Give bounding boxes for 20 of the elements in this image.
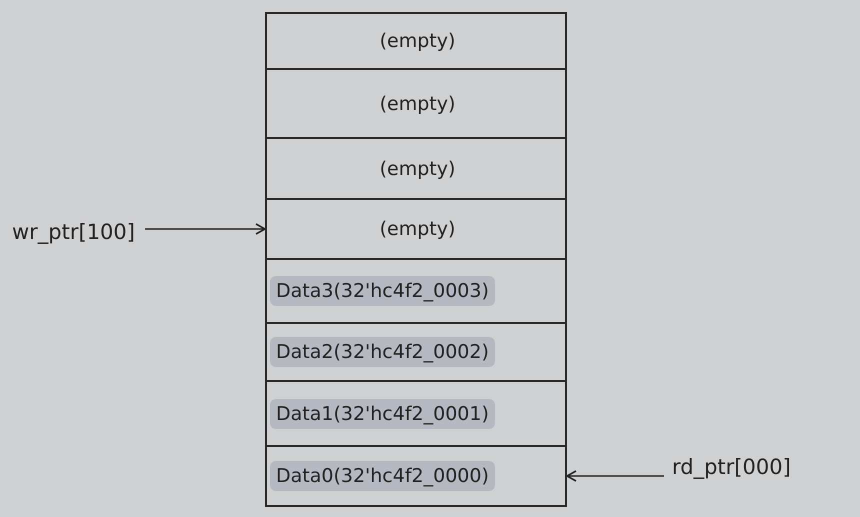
arrow: [145, 223, 266, 235]
slot-text: (empty): [380, 30, 456, 52]
pointer-label: wr_ptr[100]: [12, 220, 135, 244]
slot-text: Data3(32'hc4f2_0003): [270, 276, 495, 306]
slot-text: (empty): [380, 158, 456, 180]
filled-fifo-slot: [265, 258, 567, 324]
empty-fifo-slot: [265, 198, 567, 260]
slot-text: (empty): [380, 92, 456, 114]
slot-text: (empty): [380, 218, 456, 240]
arrow: [566, 470, 664, 482]
empty-fifo-slot: [265, 137, 567, 200]
filled-fifo-slot: [265, 445, 567, 507]
empty-fifo-slot: [265, 68, 567, 139]
slot-text: Data0(32'hc4f2_0000): [270, 461, 495, 491]
filled-fifo-slot: [265, 322, 567, 382]
pointer-label: rd_ptr[000]: [672, 455, 791, 479]
slot-text: Data1(32'hc4f2_0001): [270, 398, 495, 428]
slot-text: Data2(32'hc4f2_0002): [270, 337, 495, 367]
filled-fifo-slot: [265, 380, 567, 447]
empty-fifo-slot: [265, 12, 567, 70]
